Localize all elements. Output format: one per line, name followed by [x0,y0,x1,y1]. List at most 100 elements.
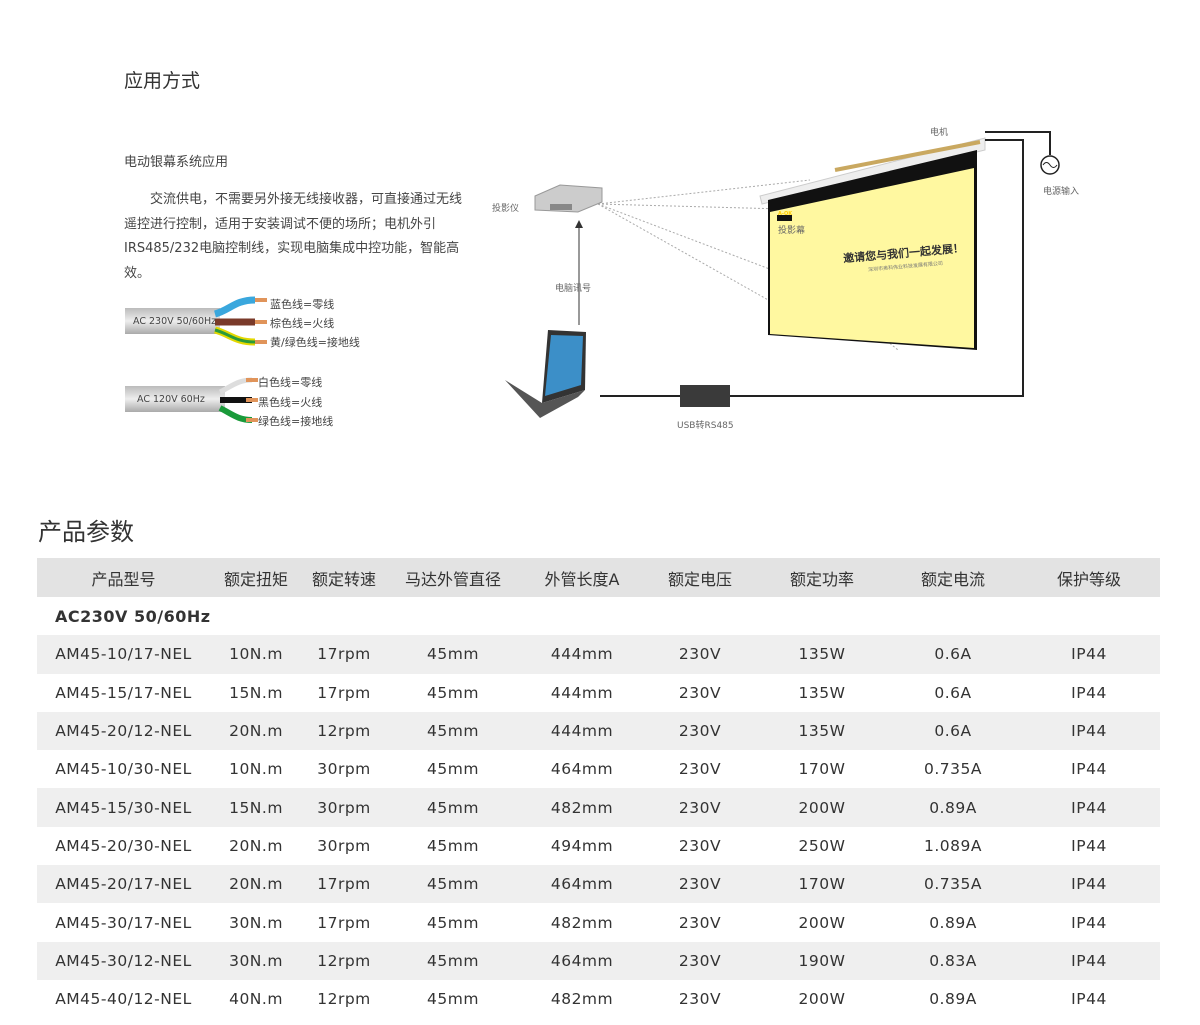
table-cell: IP44 [1071,836,1107,855]
column-header: 产品型号 [37,558,210,597]
table-cell: 10N.m [210,635,302,674]
params-title: 产品参数 [38,518,134,546]
column-header: 马达外管直径 [386,558,520,597]
table-cell: 230V [644,635,756,674]
table-cell: 0.735A [888,865,1018,904]
table-cell: 190W [756,941,888,980]
projector-icon [534,184,603,213]
table-cell: 135W [798,683,846,702]
table-cell: 230V [678,760,722,779]
projector-label: 投影仪 [492,204,520,214]
table-cell: IP44 [1071,683,1107,702]
table-cell: 12rpm [302,711,386,751]
table-cell: 40N.m [229,990,283,1009]
table-cell: 45mm [386,711,520,751]
screen-logo-text: A-OK [778,211,793,217]
wire-label: 蓝色线=零线 [270,298,335,311]
table-cell: 20N.m [210,865,302,904]
table-cell: AM45-20/30-NEL [55,836,192,855]
table-cell: 444mm [550,683,614,702]
wire-label: 棕色线=火线 [270,317,335,330]
table-cell: 464mm [520,865,644,904]
table-cell: 230V [644,788,756,827]
table-cell: IP44 [1018,635,1160,674]
table-cell: 482mm [550,990,614,1009]
column-header: 额定扭矩 [210,558,302,597]
table-cell: 12rpm [302,941,386,980]
table-cell: 135W [756,635,888,674]
table-cell: 17rpm [302,865,386,904]
wire-label: 绿色线=接地线 [258,415,334,428]
table-cell: 10N.m [229,760,283,779]
wire-label: 黄/绿色线=接地线 [270,336,360,349]
table-cell: 30N.m [229,913,283,932]
table-cell: 482mm [520,788,644,827]
table-cell: IP44 [1071,913,1107,932]
table-cell: 230V [678,836,722,855]
table-cell: 45mm [427,683,479,702]
table-cell: 230V [678,683,722,702]
cable-230v-illustration [125,296,267,346]
cable-120v-illustration [125,377,258,423]
table-cell: 0.89A [929,990,977,1009]
table-cell: IP44 [1018,711,1160,751]
cable-120v-label: AC 120V 60Hz [137,394,205,405]
column-header: 额定转速 [302,558,386,597]
table-cell: AM45-10/17-NEL [37,635,210,674]
table-cell: 1.089A [924,836,982,855]
table-cell: 170W [756,865,888,904]
table-cell: 135W [756,711,888,751]
wire-label: 黑色线=火线 [258,396,323,409]
column-header: 额定电压 [644,558,756,597]
table-cell: 230V [678,913,722,932]
table-cell: AM45-20/12-NEL [37,711,210,751]
wire-label: 白色线=零线 [258,376,323,389]
screen-logo [777,215,792,221]
table-cell: 20N.m [210,711,302,751]
table-cell: AM45-15/17-NEL [55,683,192,702]
table-cell: 30rpm [302,788,386,827]
table-cell: 230V [644,941,756,980]
usb-rs485-converter [680,385,730,407]
pc-signal-label: 电脑讯号 [555,284,592,294]
column-header: 额定功率 [756,558,888,597]
table-cell: 444mm [520,635,644,674]
table-cell: 444mm [520,711,644,751]
table-cell: 30rpm [317,760,371,779]
table-cell: 464mm [550,760,614,779]
motor-label: 电机 [930,128,949,138]
column-header: 保护等级 [1018,558,1160,597]
table-cell: AM45-30/12-NEL [37,941,210,980]
table-cell: IP44 [1018,865,1160,904]
table-cell: 0.6A [888,711,1018,751]
screen-label: 投影幕 [778,226,806,236]
converter-label: USB转RS485 [677,421,734,431]
table-cell: 17rpm [302,635,386,674]
table-cell: 45mm [386,635,520,674]
table-cell: AM45-20/17-NEL [37,865,210,904]
table-cell: AM45-10/30-NEL [55,760,192,779]
table-cell: 0.83A [888,941,1018,980]
table-cell: 0.89A [888,788,1018,827]
cables [600,131,1051,397]
table-cell: 170W [798,760,846,779]
table-cell: 30N.m [210,941,302,980]
table-cell: 17rpm [317,683,371,702]
table-cell: 45mm [386,865,520,904]
system-diagram [505,131,1060,418]
application-subtitle: 电动银幕系统应用 [124,155,229,170]
column-header: 额定电流 [888,558,1018,597]
column-header: 外管长度A [520,558,644,597]
table-cell: IP44 [1018,788,1160,827]
table-cell: 45mm [386,941,520,980]
table-cell: 15N.m [210,788,302,827]
